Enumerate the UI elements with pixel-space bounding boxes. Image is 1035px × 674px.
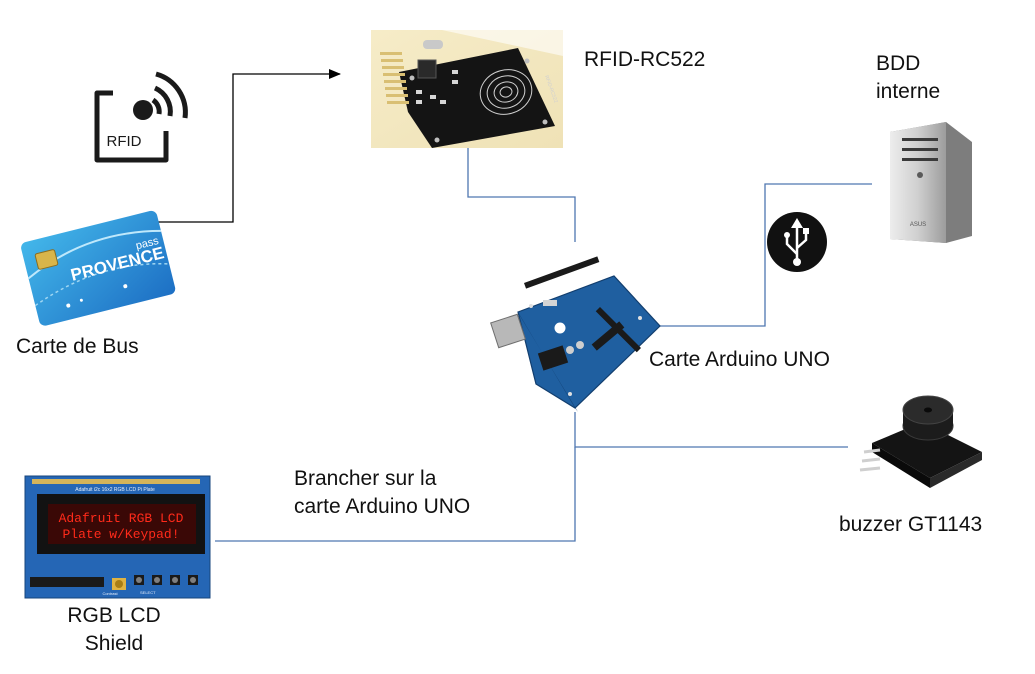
label-lcd-line1: RGB LCD xyxy=(67,604,161,627)
lcd-screen-line2: Plate w/Keypad! xyxy=(62,527,179,542)
connector-arduino-lcd xyxy=(215,447,576,542)
label-lcd-line2: Shield xyxy=(84,632,144,655)
connector-arduino-bdd xyxy=(660,183,872,327)
lcd-board-header: Adafruit i2c 16x2 RGB LCD Pi Plate xyxy=(75,487,155,493)
label-bdd-line1: BDD xyxy=(876,52,921,75)
pc-brand: ASUS xyxy=(910,222,926,228)
bus-card-image: PROVENCE pass xyxy=(21,210,176,326)
rfid-tag-text: RFID xyxy=(107,133,142,150)
rfid-rc522-image: RFID-RC522 xyxy=(371,30,563,148)
lcd-shield-image: Adafruit i2c 16x2 RGB LCD Pi Plate Adafr… xyxy=(24,475,211,599)
usb-icon xyxy=(767,212,827,272)
lcd-select: SELECT xyxy=(140,590,156,595)
arduino-uno-image xyxy=(490,256,661,412)
rfid-tag-icon: RFID xyxy=(94,71,188,163)
label-rfid-module: RFID-RC522 xyxy=(584,48,706,71)
label-bus-card: Carte de Bus xyxy=(16,335,139,358)
lcd-screen-line1: Adafruit RGB LCD xyxy=(59,511,184,526)
connector-rfid-arduino xyxy=(467,148,576,242)
label-arduino: Carte Arduino UNO xyxy=(649,348,830,371)
label-connect-line2: carte Arduino UNO xyxy=(294,495,471,518)
arrow-card-to-rfid xyxy=(128,69,341,223)
label-buzzer: buzzer GT1143 xyxy=(839,513,983,536)
label-bdd-line2: interne xyxy=(876,80,941,103)
label-connect-line1: Brancher sur la xyxy=(294,467,437,490)
bus-card-sub: pass xyxy=(135,235,161,252)
lcd-contrast: Contrast xyxy=(102,591,118,596)
connectors xyxy=(215,148,872,542)
pc-tower-image: ASUS xyxy=(890,122,972,243)
buzzer-image xyxy=(859,395,982,488)
connector-arduino-buzzer xyxy=(574,412,848,448)
